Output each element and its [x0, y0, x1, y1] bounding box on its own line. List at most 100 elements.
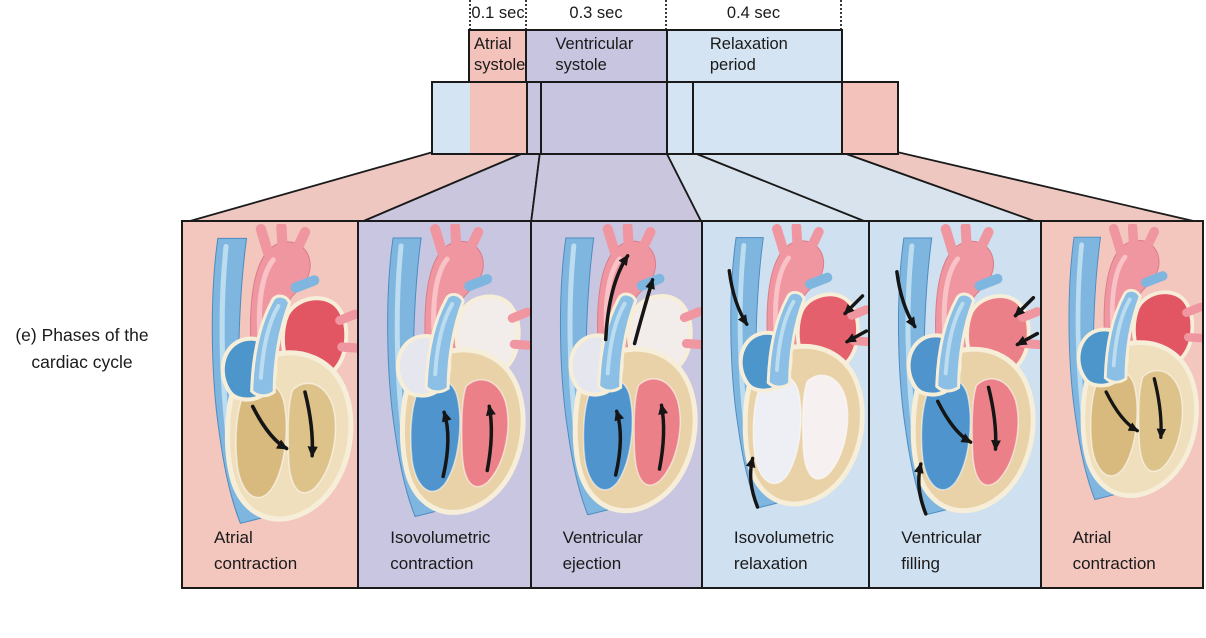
pulmonary-vein [1181, 302, 1202, 317]
aortic-branches [771, 224, 789, 257]
flow-arrow-lv-pressure-up [485, 404, 497, 473]
aortic-branches [940, 224, 958, 257]
blood-flow-arrows [727, 268, 869, 509]
right-ventricle [410, 378, 461, 493]
heart-illustration [727, 224, 869, 509]
flow-arrow-ivc-inflow [914, 462, 928, 516]
pulmonary-vein [510, 339, 530, 350]
pulmonary-vein [681, 339, 701, 350]
timeline-tick-dotted [840, 0, 842, 30]
timeline-tick-dotted [665, 0, 667, 30]
blood-flow-arrows [1104, 377, 1166, 440]
aortic-branches [974, 226, 994, 256]
cycle-segment-ventricular-systole-ejection [540, 83, 666, 153]
left-pulmonary-artery [464, 274, 493, 292]
duration-label-0.3-sec: 0.3 sec [569, 4, 623, 22]
pulmonary-vein [335, 309, 358, 325]
aortic-branches [805, 226, 824, 256]
left-ventricle [632, 378, 681, 486]
right-ventricle [582, 377, 633, 491]
aortic-branches [276, 224, 288, 251]
pulmonary-vein [1183, 332, 1202, 343]
aortic-branches [430, 224, 448, 258]
pulmonary-trunk-highlight [258, 303, 281, 380]
aortic-branches [636, 226, 656, 256]
right-ventricle [752, 374, 802, 485]
heart-illustration [387, 224, 530, 518]
flow-arrow-ivc-inflow [745, 456, 760, 509]
fan-trapezoid [691, 151, 1041, 224]
fan-trapezoid [664, 151, 870, 224]
pulmonary-trunk-highlight [605, 301, 627, 376]
flow-arrow-eject-aorta [603, 254, 629, 342]
pulmonary-vein [1018, 307, 1040, 323]
flow-arrow-rv-pressure-up [441, 410, 452, 479]
aortic-branches [464, 227, 484, 257]
flow-arrow-pulmvein-inflow-upper [1013, 295, 1036, 318]
fan-trapezoid [840, 151, 1203, 224]
pulmonary-vein [847, 305, 869, 320]
pulmonary-trunk-highlight [943, 301, 965, 376]
figure-caption: (e) Phases of the cardiac cycle [0, 322, 170, 376]
flow-arrow-pulmvein-inflow-lower [1015, 331, 1040, 347]
left-ventricle [461, 379, 509, 488]
aortic-branches [791, 224, 803, 250]
heart-illustration [211, 224, 358, 524]
left-pulmonary-artery [805, 272, 833, 290]
flow-arrow-svc-inflow [895, 270, 917, 329]
pulmonary-trunk-highlight [774, 299, 796, 372]
right-ventricle [921, 377, 972, 491]
flow-arrow-pulmvein-inflow-upper [843, 294, 865, 316]
flow-arrow-flow-into-rv [1104, 390, 1139, 433]
pulmonary-trunk-highlight [1111, 297, 1132, 368]
aortic-branches [1108, 224, 1125, 256]
cycle-segment-atrial-systole-next [841, 83, 897, 153]
cycle-sequence-bar [431, 81, 899, 155]
aortic-branches [622, 224, 634, 250]
aortic-branches [960, 224, 972, 250]
heart-illustration [1068, 224, 1202, 501]
aortic-branches [602, 224, 620, 257]
pulmonary-vein [679, 307, 701, 323]
fan-trapezoid [182, 151, 527, 224]
left-ventricle [801, 374, 849, 480]
pulmonary-vein [849, 336, 869, 347]
left-pulmonary-artery [1140, 271, 1168, 288]
heart-illustration [559, 224, 701, 516]
left-pulmonary-artery [974, 273, 1003, 291]
right-ventricle [235, 382, 287, 499]
left-pulmonary-artery [290, 275, 320, 293]
flow-arrow-flow-into-lv [303, 390, 318, 458]
flow-arrow-svc-inflow [727, 268, 749, 326]
aortic-branches [1127, 224, 1138, 249]
flow-arrow-lv-pressure-up [657, 403, 668, 471]
aortic-branches [290, 227, 311, 257]
aortic-branches [255, 224, 274, 258]
aortic-branches [450, 224, 462, 251]
cycle-segment-atrial-systole [470, 83, 526, 153]
flow-arrow-rv-pressure-up [613, 409, 624, 477]
pulmonary-vein [337, 342, 358, 353]
flow-arrow-eject-pulmonary [632, 277, 655, 346]
pulmonary-vein [508, 307, 530, 323]
fan-trapezoid [358, 151, 542, 224]
pulmonary-vein [1020, 339, 1040, 350]
flow-arrow-flow-into-lv [1152, 377, 1166, 440]
cycle-segment-ventricular-systole-isovolumetric [526, 83, 540, 153]
right-ventricle [1089, 369, 1138, 477]
blood-flow-arrows [895, 270, 1040, 516]
blood-flow-arrows [250, 390, 318, 458]
